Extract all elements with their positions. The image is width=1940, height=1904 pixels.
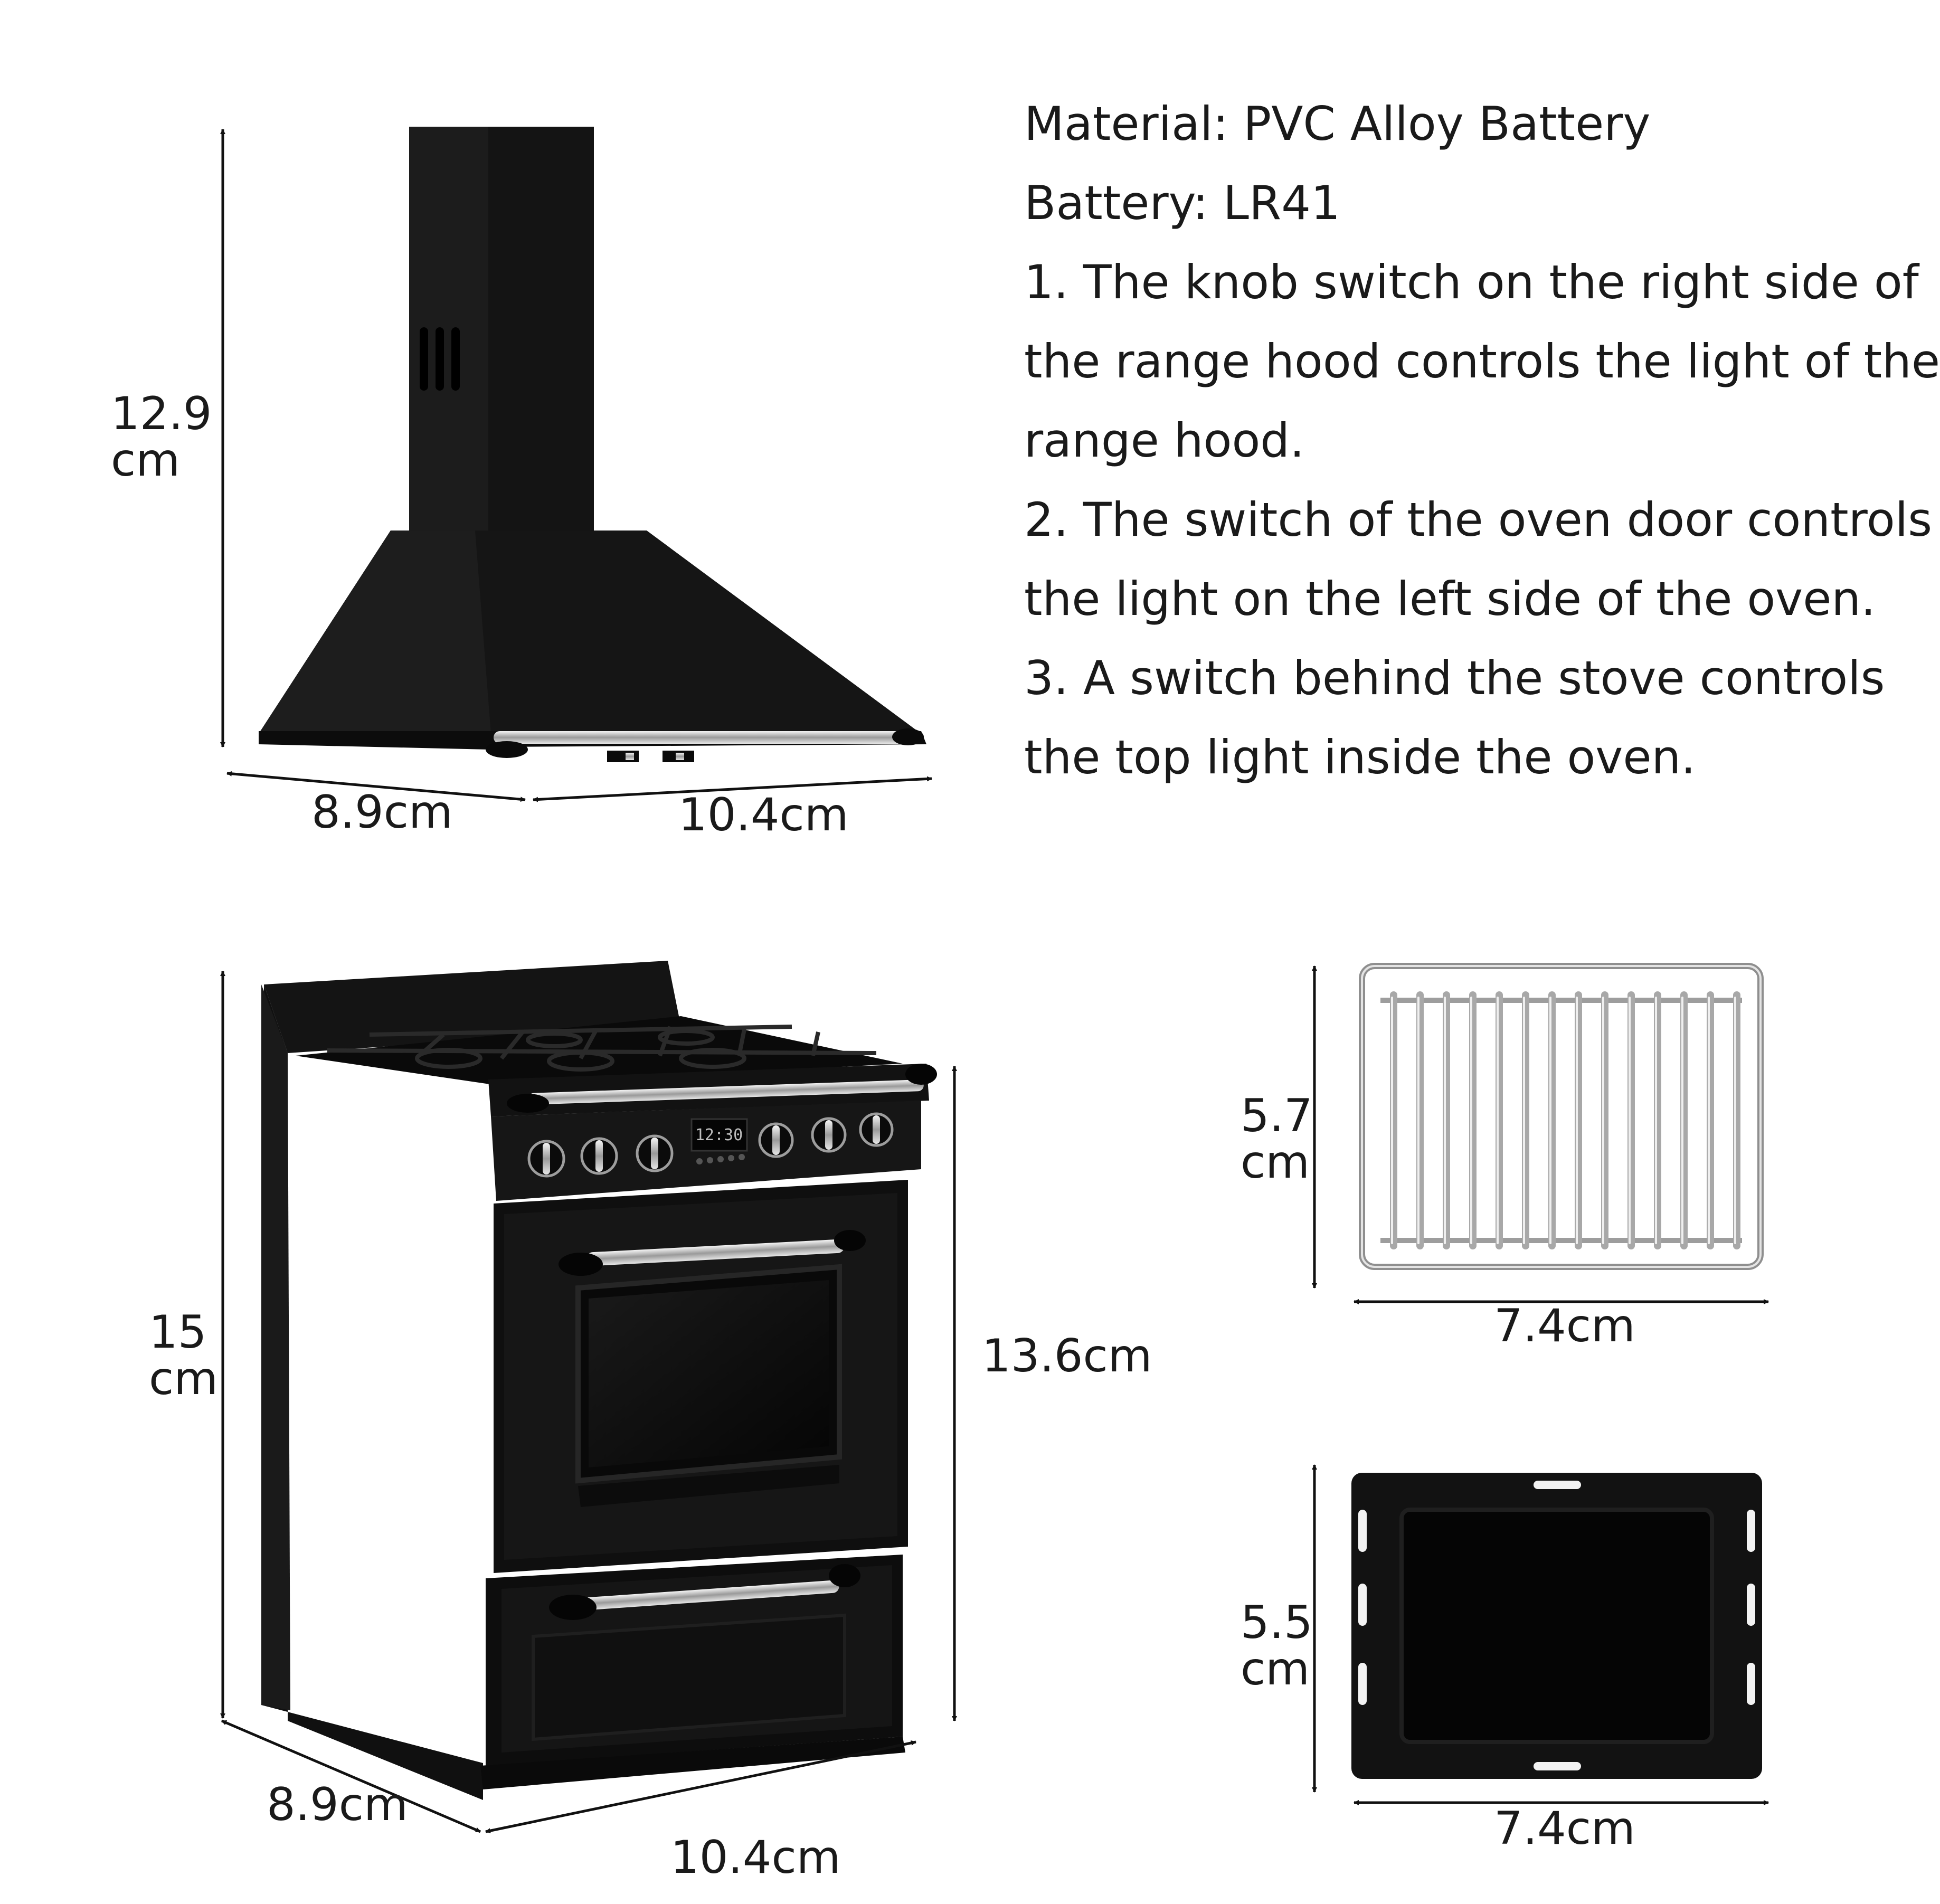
drawer-handle (581, 1580, 839, 1611)
knob-4 (758, 1122, 794, 1158)
spec-material: Material: PVC Alloy Battery (1024, 97, 1651, 151)
cooktop-grates (327, 1025, 877, 1072)
spec-line-1: 1. The knob switch on the right side of (1024, 255, 1919, 309)
stove-depth-arrow (221, 1719, 481, 1833)
hood-depth-label: 8.9cm (311, 786, 453, 839)
display-buttons (696, 1154, 745, 1164)
tray-width-label: 7.4cm (1494, 1802, 1635, 1855)
spec-line-5: the light on the left side of the oven. (1024, 572, 1876, 626)
clock-display (690, 1118, 748, 1152)
knob-6 (859, 1112, 894, 1147)
baking-tray (1351, 1473, 1762, 1779)
knob-1 (527, 1140, 565, 1178)
knob-2 (580, 1137, 618, 1175)
spec-line-6: 3. A switch behind the stove controls (1024, 651, 1885, 705)
rack-height-label: 5.7 cm (1241, 1090, 1313, 1189)
spec-line-4: 2. The switch of the oven door controls (1024, 492, 1933, 547)
stove-top-bar (528, 1079, 924, 1105)
hood-width-arrow (533, 776, 932, 802)
knob-5 (811, 1117, 847, 1153)
hood-depth-arrow (226, 771, 526, 802)
rack-bars (1390, 991, 1740, 1249)
range-hood (259, 127, 926, 762)
spec-line-2: the range hood controls the light of the (1024, 334, 1940, 389)
stove-side (261, 984, 483, 1800)
clock-display-text: 12:30 (695, 1126, 743, 1144)
stove-height-label: 15 cm (149, 1306, 219, 1405)
spec-line-7: the top light inside the oven. (1024, 730, 1696, 784)
stove-front-height-label: 13.6cm (982, 1330, 1152, 1382)
stove-depth-label: 8.9cm (267, 1778, 408, 1831)
oven-rack (1359, 963, 1764, 1270)
spec-line-3: range hood. (1024, 413, 1305, 468)
knob-3 (636, 1134, 674, 1172)
control-knobs (527, 1112, 894, 1178)
rack-width-label: 7.4cm (1494, 1300, 1635, 1352)
stove: 12:30 (261, 961, 937, 1800)
tray-height-label: 5.5 cm (1241, 1596, 1313, 1695)
spec-battery: Battery: LR41 (1024, 176, 1341, 230)
hood-height-label: 12.9 cm (111, 387, 212, 487)
hood-width-label: 10.4cm (678, 789, 849, 841)
stove-width-arrow (485, 1740, 916, 1834)
tray-slots (1358, 1481, 1755, 1770)
stove-width-label: 10.4cm (670, 1831, 841, 1884)
hood-front-bar (494, 731, 916, 744)
hood-vent-slots (420, 327, 460, 391)
oven-handle (586, 1239, 845, 1266)
